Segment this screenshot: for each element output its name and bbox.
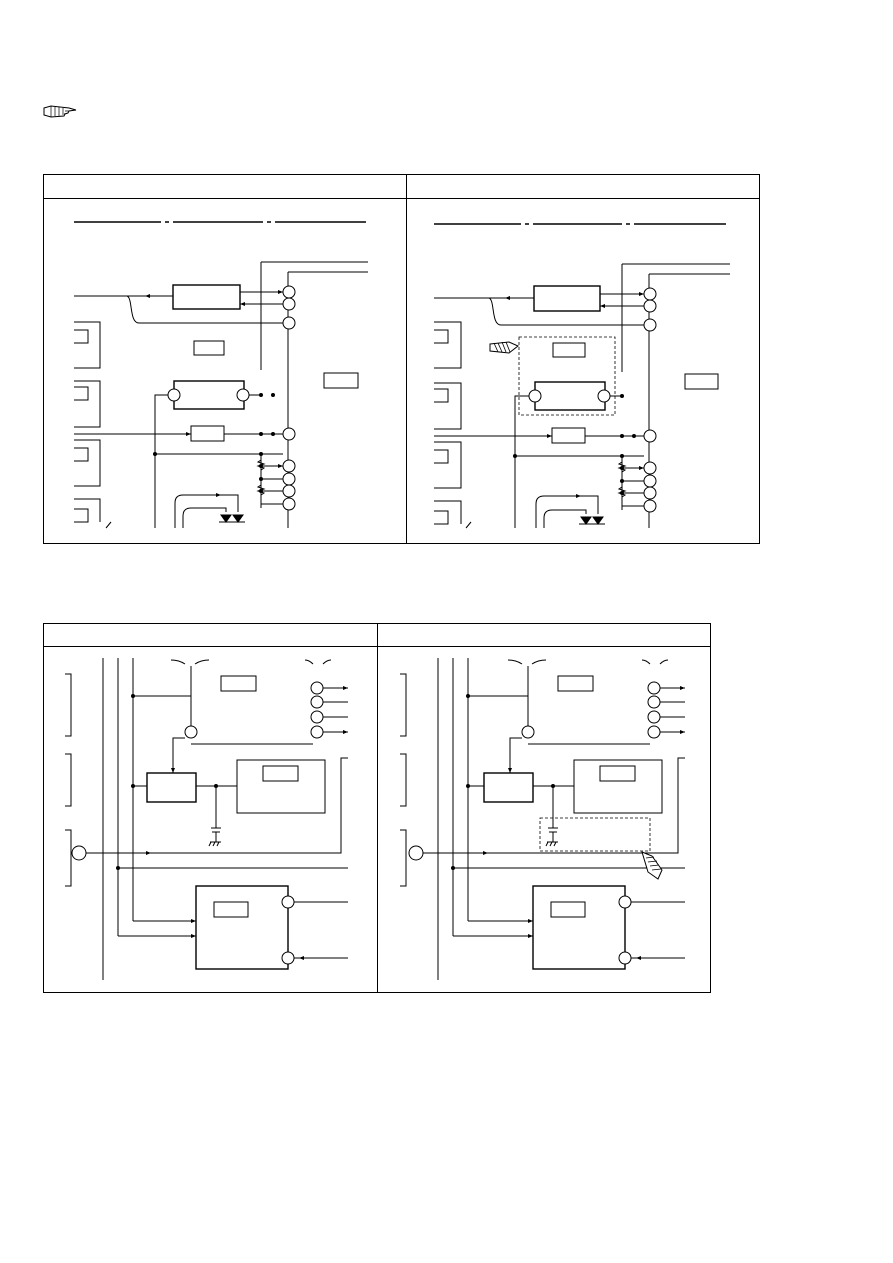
- figure2-table: [43, 623, 711, 993]
- figure1-header-row: [44, 175, 759, 199]
- drill-bit-icon: [489, 341, 519, 354]
- figure2-left-schematic: [65, 658, 348, 980]
- figure2-right-schematic: [400, 658, 685, 980]
- figure1-right-schematic: [434, 223, 730, 529]
- figure1-left-schematic: [74, 221, 368, 529]
- drill-bit-icon: [641, 851, 663, 880]
- pointing-hand-icon: [43, 105, 77, 118]
- figure1-divider: [406, 175, 407, 543]
- figure1-table: [43, 174, 760, 544]
- figure2-divider: [377, 624, 378, 992]
